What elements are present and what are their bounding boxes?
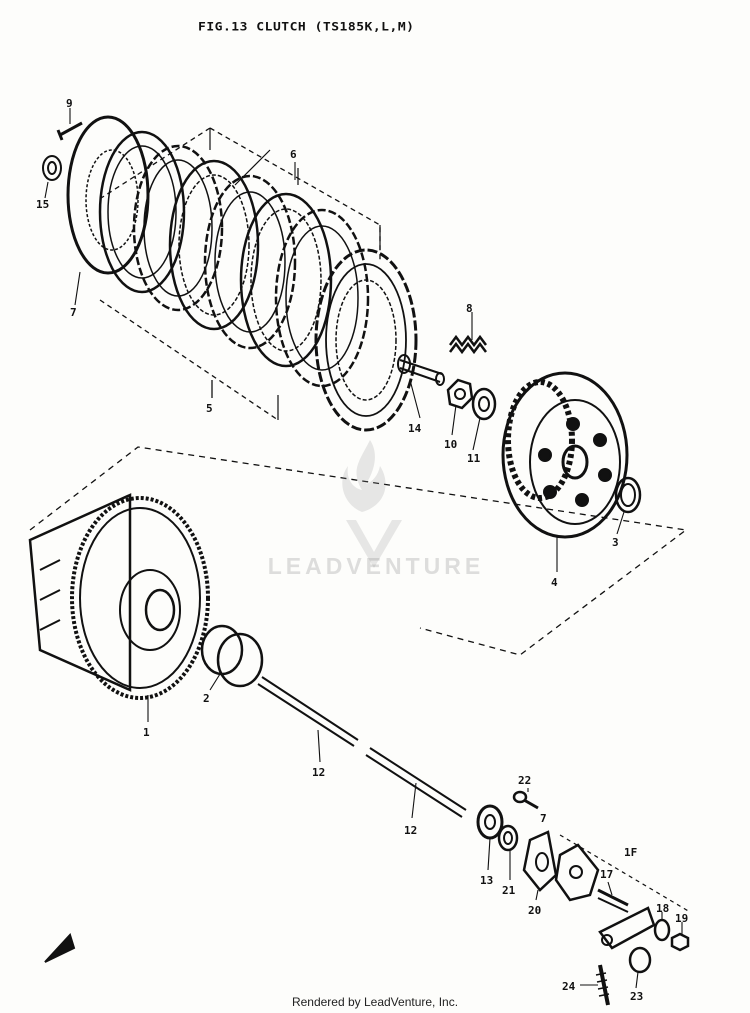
callout-22: 22 xyxy=(518,774,531,787)
part-24-adjust-screw xyxy=(595,964,610,1006)
callout-4: 4 xyxy=(551,576,558,589)
callout-5: 5 xyxy=(206,402,213,415)
part-11-lock-washer xyxy=(471,387,497,421)
part-19-nut xyxy=(670,932,690,952)
part-15-washer xyxy=(42,155,62,181)
callout-6: 6 xyxy=(290,148,297,161)
part-22-bolt xyxy=(512,790,539,810)
part-8-spring xyxy=(449,334,487,355)
callout-21: 21 xyxy=(502,884,516,897)
part-17-release-shaft xyxy=(597,888,629,913)
callout-7-lower: 7 xyxy=(540,812,547,825)
part-2-spacer xyxy=(200,624,264,688)
callout-7: 7 xyxy=(70,306,77,319)
callout-1: 1 xyxy=(143,726,150,739)
callout-1f: 1F xyxy=(624,846,637,859)
part-21-oil-seal xyxy=(497,824,519,852)
watermark-logo xyxy=(342,440,402,568)
callout-18: 18 xyxy=(656,902,669,915)
part-3-thrust-washer xyxy=(614,476,642,514)
diagram-title: FIG.13 CLUTCH (TS185K,L,M) xyxy=(198,20,415,35)
assembly-dash-lower xyxy=(29,446,688,656)
watermark-text: LEADVENTURE xyxy=(267,553,485,579)
part-13-bearing xyxy=(476,804,504,840)
part-12-push-rod-left xyxy=(257,676,359,747)
callout-3: 3 xyxy=(612,536,619,549)
callout-23: 23 xyxy=(630,990,643,1003)
callout-11: 11 xyxy=(467,452,481,465)
callout-15: 15 xyxy=(36,198,49,211)
part-14-push-piece xyxy=(397,354,445,386)
clutch-plate-stack xyxy=(66,115,418,432)
callout-17: 17 xyxy=(600,868,613,881)
part-10-nut xyxy=(446,378,474,410)
callout-24: 24 xyxy=(562,980,576,993)
front-direction-arrow xyxy=(44,933,76,963)
bracket-6 xyxy=(209,128,381,250)
callout-12-left: 12 xyxy=(312,766,325,779)
part-1-primary-driven-gear-housing xyxy=(28,493,210,700)
leader-lines xyxy=(44,108,683,989)
footer-credit: Rendered by LeadVenture, Inc. xyxy=(291,995,459,1009)
callout-12-right: 12 xyxy=(404,824,417,837)
callout-19: 19 xyxy=(675,912,688,925)
callout-2: 2 xyxy=(203,692,210,705)
part-4-clutch-sleeve-hub xyxy=(501,371,629,539)
callout-8: 8 xyxy=(466,302,473,315)
part-release-cam-assembly xyxy=(554,843,600,902)
part-23-bushing xyxy=(628,946,652,974)
part-20-release-plate xyxy=(522,830,558,892)
bracket-5 xyxy=(211,380,279,420)
part-release-lever xyxy=(598,906,656,950)
callout-14: 14 xyxy=(408,422,422,435)
part-9-bolt xyxy=(56,121,83,141)
callout-10: 10 xyxy=(444,438,457,451)
callout-9: 9 xyxy=(66,97,73,110)
part-12-push-rod-right xyxy=(365,747,467,818)
part-18-washer xyxy=(653,918,671,942)
callout-20: 20 xyxy=(528,904,541,917)
callout-13: 13 xyxy=(480,874,493,887)
